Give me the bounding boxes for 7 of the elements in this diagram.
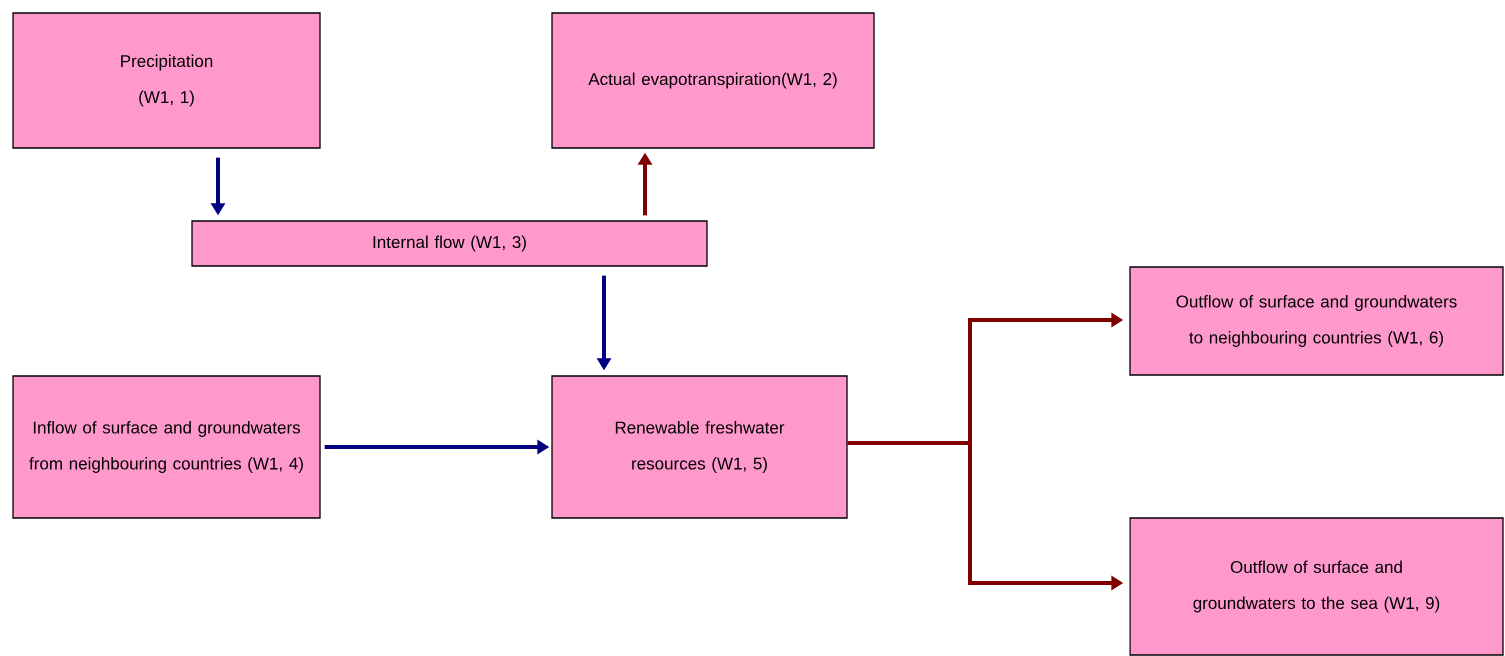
process-box: Renewable freshwater resources (W1, 5) <box>551 375 848 519</box>
process-box: Inflow of surface and groundwaters from neighbouring countries (W1, 4) <box>12 375 321 519</box>
process-box: Outflow of surface and groundwaters to neighbouring countries (W1, 6) <box>1129 266 1504 376</box>
process-box: Precipitation (W1, 1) <box>12 12 321 149</box>
process-box: Internal flow (W1, 3) <box>191 220 708 267</box>
process-box: Actual evapotranspiration(W1, 2) <box>551 12 875 149</box>
process-box: Outflow of surface and groundwaters to the sea (W1, 9) <box>1129 517 1504 656</box>
